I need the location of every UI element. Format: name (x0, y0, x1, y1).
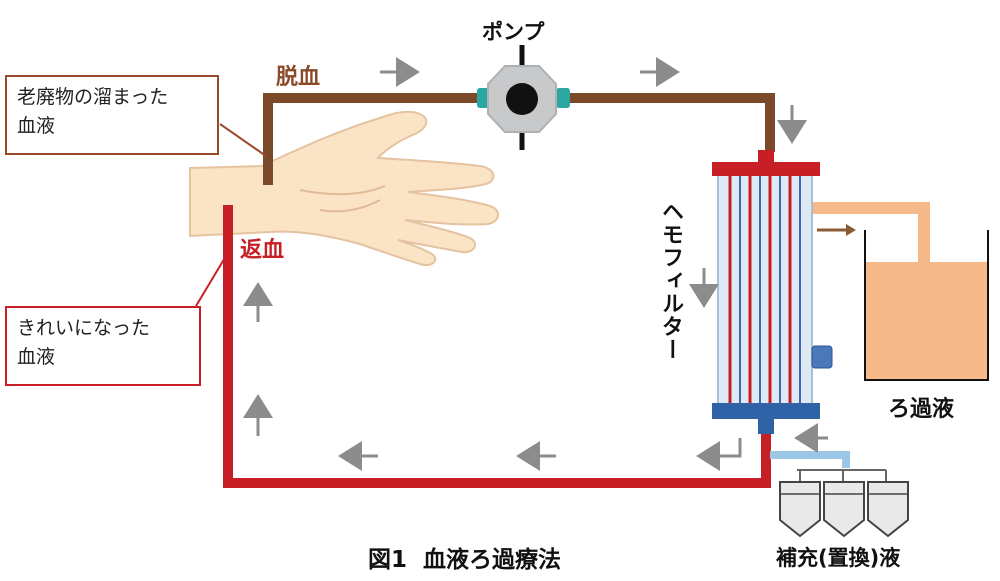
waste-blood-line2: 血液 (17, 115, 56, 137)
return-tube (223, 205, 771, 488)
return-label: 返血 (240, 238, 285, 263)
waste-blood-line1: 老廃物の溜まった (17, 86, 169, 108)
replacement-fluid-label: 補充(置換)液 (776, 546, 901, 570)
pump (477, 45, 570, 150)
clean-blood-callout: きれいになった 血液 (5, 306, 201, 386)
filtrate-label: ろ過液 (888, 397, 955, 422)
hemofilter-label: ヘモフィルター (658, 200, 683, 361)
hand-illustration (189, 110, 499, 266)
clean-blood-line2: 血液 (17, 346, 56, 368)
clean-blood-line1: きれいになった (17, 317, 151, 339)
pump-label: ポンプ (482, 20, 545, 44)
hemofilter-unit (712, 150, 833, 434)
filtrate-arrow (817, 224, 856, 236)
flow-arrow (696, 438, 742, 471)
filtrate-container (820, 202, 989, 381)
replacement-fluid (770, 451, 909, 538)
clean-callout-line (195, 255, 227, 307)
figure-caption: 図1 血液ろ過療法 (368, 547, 562, 573)
waste-blood-callout: 老廃物の溜まった 血液 (5, 75, 219, 155)
waste-callout-line (219, 123, 267, 157)
outflow-label: 脱血 (276, 65, 321, 90)
flow-arrows (243, 57, 828, 471)
